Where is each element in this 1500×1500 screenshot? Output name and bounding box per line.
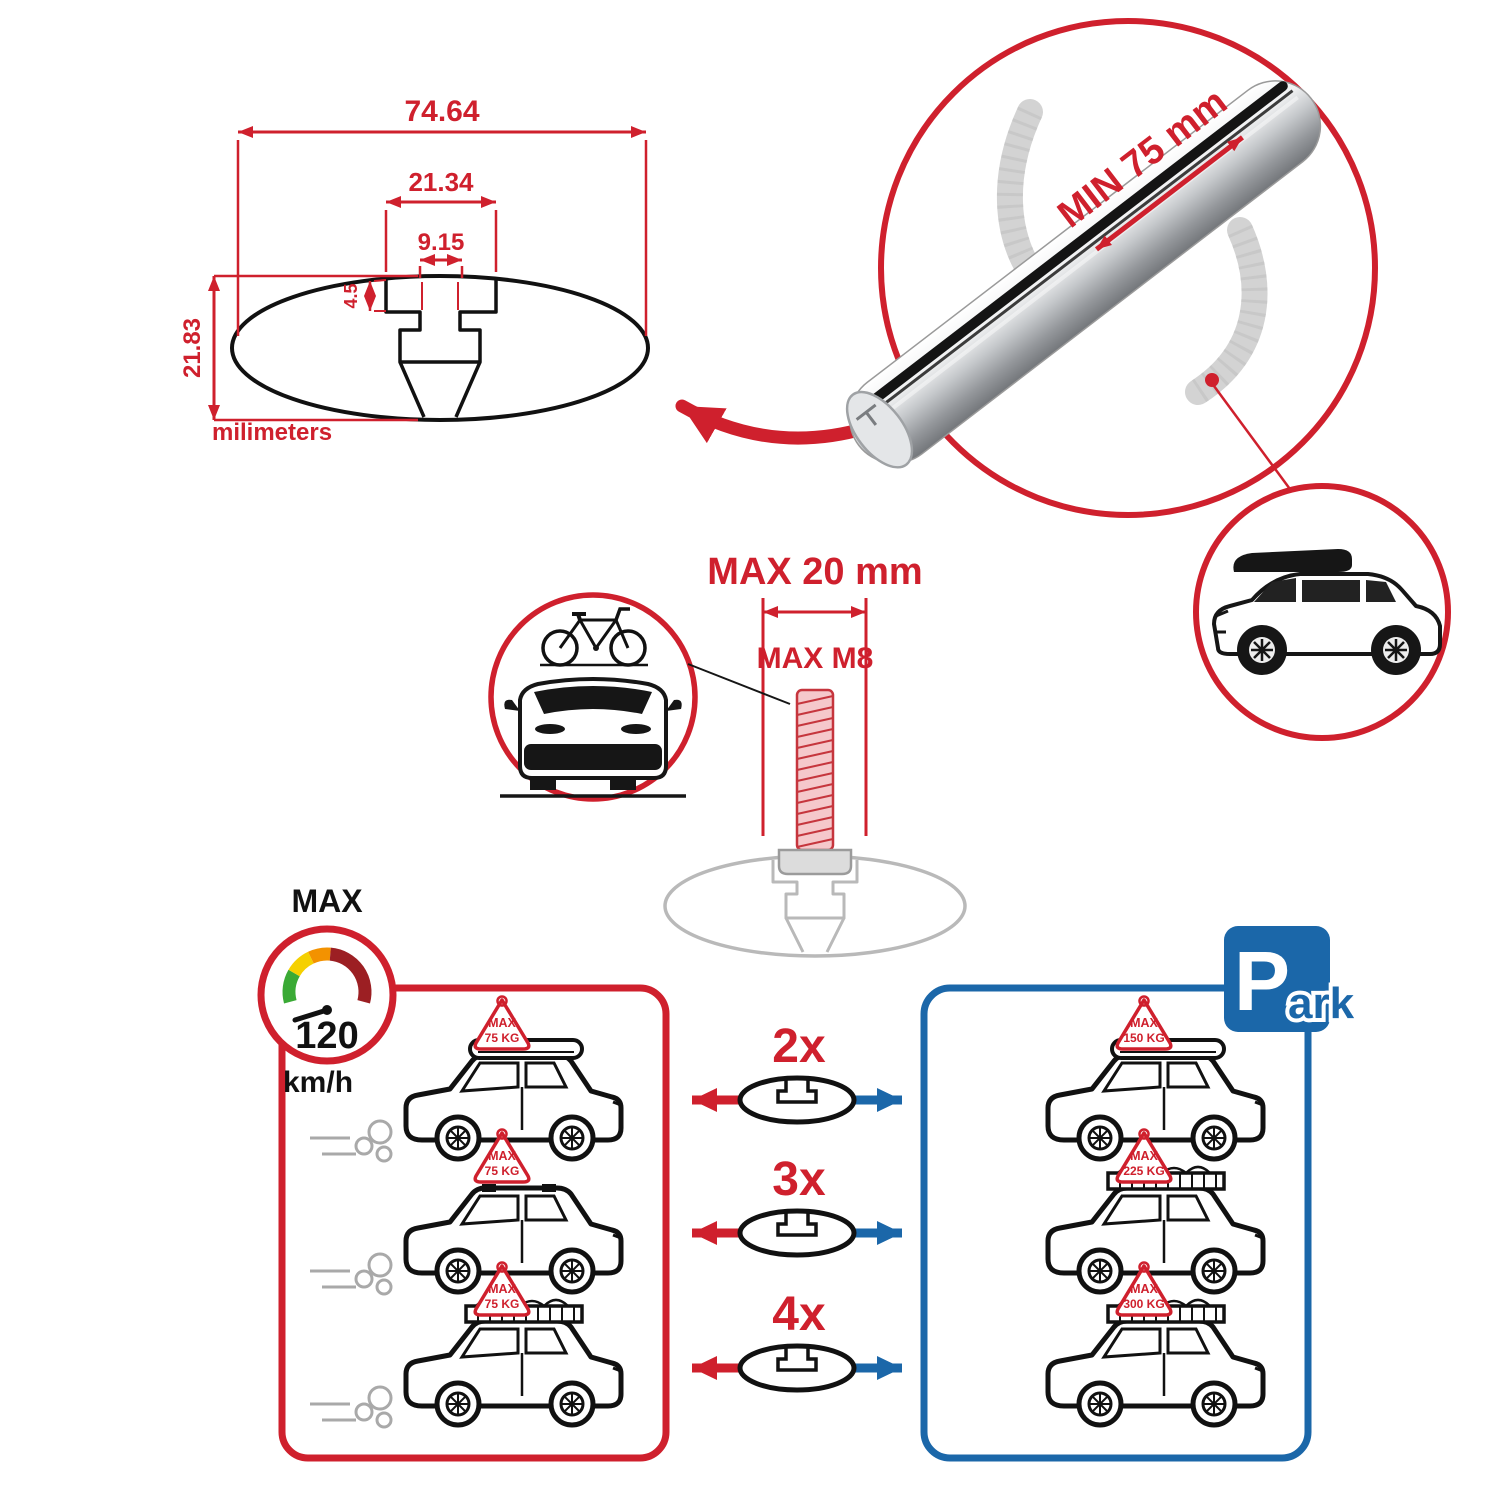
load-sign-line1: MAX — [488, 1016, 516, 1030]
crossbar-profile-icon — [740, 1211, 854, 1255]
dim-slot-width-label: 9.15 — [418, 229, 465, 256]
dim-channel-width: 21.34 — [384, 167, 498, 272]
dim-slot-depth-label: 4.5 — [341, 283, 361, 308]
crossbar-count-row-2: 3x — [692, 1153, 902, 1255]
car-bike-circle — [488, 592, 791, 802]
load-sign: MAX 225 KG — [1115, 1127, 1173, 1184]
dim-total-width-label: 74.64 — [404, 95, 479, 128]
detail-to-profile-arrow — [675, 399, 873, 445]
load-sign: MAX 300 KG — [1115, 1260, 1173, 1317]
driving-car-row-1: MAX 75 KG — [308, 994, 621, 1163]
callout-line — [1212, 385, 1300, 501]
bolt-max-thread-label: MAX M8 — [757, 642, 874, 675]
load-sign: MAX 75 KG — [473, 1260, 531, 1317]
dim-total-height: 21.83 — [179, 274, 418, 422]
speed-units: km/h — [283, 1066, 353, 1099]
parking-sign-letter: P — [1234, 934, 1290, 1028]
load-sign-line2: 75 KG — [485, 1031, 520, 1045]
dim-slot-width: 9.15 — [418, 229, 465, 278]
gauge-arcs — [282, 947, 372, 1004]
parked-car-row-2: MAX 225 KG — [1048, 1127, 1263, 1293]
dim-channel-width-label: 21.34 — [408, 167, 474, 197]
count-label: 2x — [772, 1020, 826, 1073]
load-sign: MAX 150 KG — [1115, 994, 1173, 1051]
crossbar-profile-icon — [740, 1346, 854, 1390]
bicycle-icon — [540, 607, 648, 667]
bolt-dimension-diagram: MAX 20 mm MAX M8 — [663, 551, 967, 958]
parking-sign-square — [1224, 926, 1330, 1032]
bar-cross-section-ellipse — [230, 274, 650, 422]
gauge-circle — [257, 925, 397, 1065]
bolt-max-length-label: MAX 20 mm — [707, 551, 922, 593]
load-sign-line1: MAX — [1130, 1149, 1158, 1163]
load-sign-line1: MAX — [488, 1149, 516, 1163]
car-front-icon — [500, 677, 686, 798]
parking-sign: P ark — [1224, 926, 1359, 1032]
roof-rail-clamp-front — [1185, 217, 1268, 405]
crossbar-detail-circle: MIN 75 mm — [845, 18, 1378, 518]
clamp-callout-dot — [1205, 373, 1219, 387]
gauge-needle — [292, 1005, 332, 1023]
load-comparison: MAX 75 KG MAX 75 KG MAX 75 KG — [257, 883, 1359, 1462]
t-bolt-icon — [777, 688, 853, 876]
roofbox-suv-circle — [1193, 483, 1451, 741]
driving-car-row-2: MAX 75 KG — [308, 1127, 621, 1296]
speed-max-label: MAX — [291, 883, 363, 919]
load-sign-line2: 225 KG — [1123, 1164, 1164, 1178]
crossbar-profile-icon — [740, 1078, 854, 1122]
load-sign-line2: 75 KG — [485, 1297, 520, 1311]
crossbar-count-row-3: 4x — [692, 1288, 902, 1390]
count-label: 4x — [772, 1288, 826, 1341]
parking-sign-suffix: ark — [1288, 979, 1355, 1028]
dim-total-width: 74.64 — [236, 95, 648, 336]
load-sign-line1: MAX — [488, 1282, 516, 1296]
profile-dimension-diagram: 74.64 21.34 9.15 4.5 21.83 — [179, 95, 650, 446]
load-sign-line1: MAX — [1130, 1282, 1158, 1296]
speed-limit-gauge: MAX 120 km/h — [257, 883, 397, 1099]
load-sign-line2: 300 KG — [1123, 1297, 1164, 1311]
load-sign-line2: 75 KG — [485, 1164, 520, 1178]
t-slot-channel — [384, 278, 498, 418]
count-label: 3x — [772, 1153, 826, 1206]
load-sign-line1: MAX — [1130, 1016, 1158, 1030]
parked-car-row-3: MAX 300 KG — [1048, 1260, 1263, 1426]
bike-circle-connector — [687, 663, 791, 705]
faded-profile — [663, 854, 967, 958]
driving-car-row-3: MAX 75 KG — [308, 1260, 621, 1429]
load-sign: MAX 75 KG — [473, 994, 531, 1051]
parked-car-row-1: MAX 150 KG — [1048, 994, 1263, 1160]
load-sign: MAX 75 KG — [473, 1127, 531, 1184]
load-sign-line2: 150 KG — [1123, 1031, 1164, 1045]
dim-slot-depth: 4.5 — [341, 279, 387, 312]
speed-value: 120 — [295, 1015, 358, 1057]
crossbar-count-row-1: 2x — [692, 1020, 902, 1122]
units-label: milimeters — [212, 419, 332, 446]
dim-total-height-label: 21.83 — [179, 318, 206, 378]
suv-with-roofbox-icon — [1212, 549, 1442, 675]
